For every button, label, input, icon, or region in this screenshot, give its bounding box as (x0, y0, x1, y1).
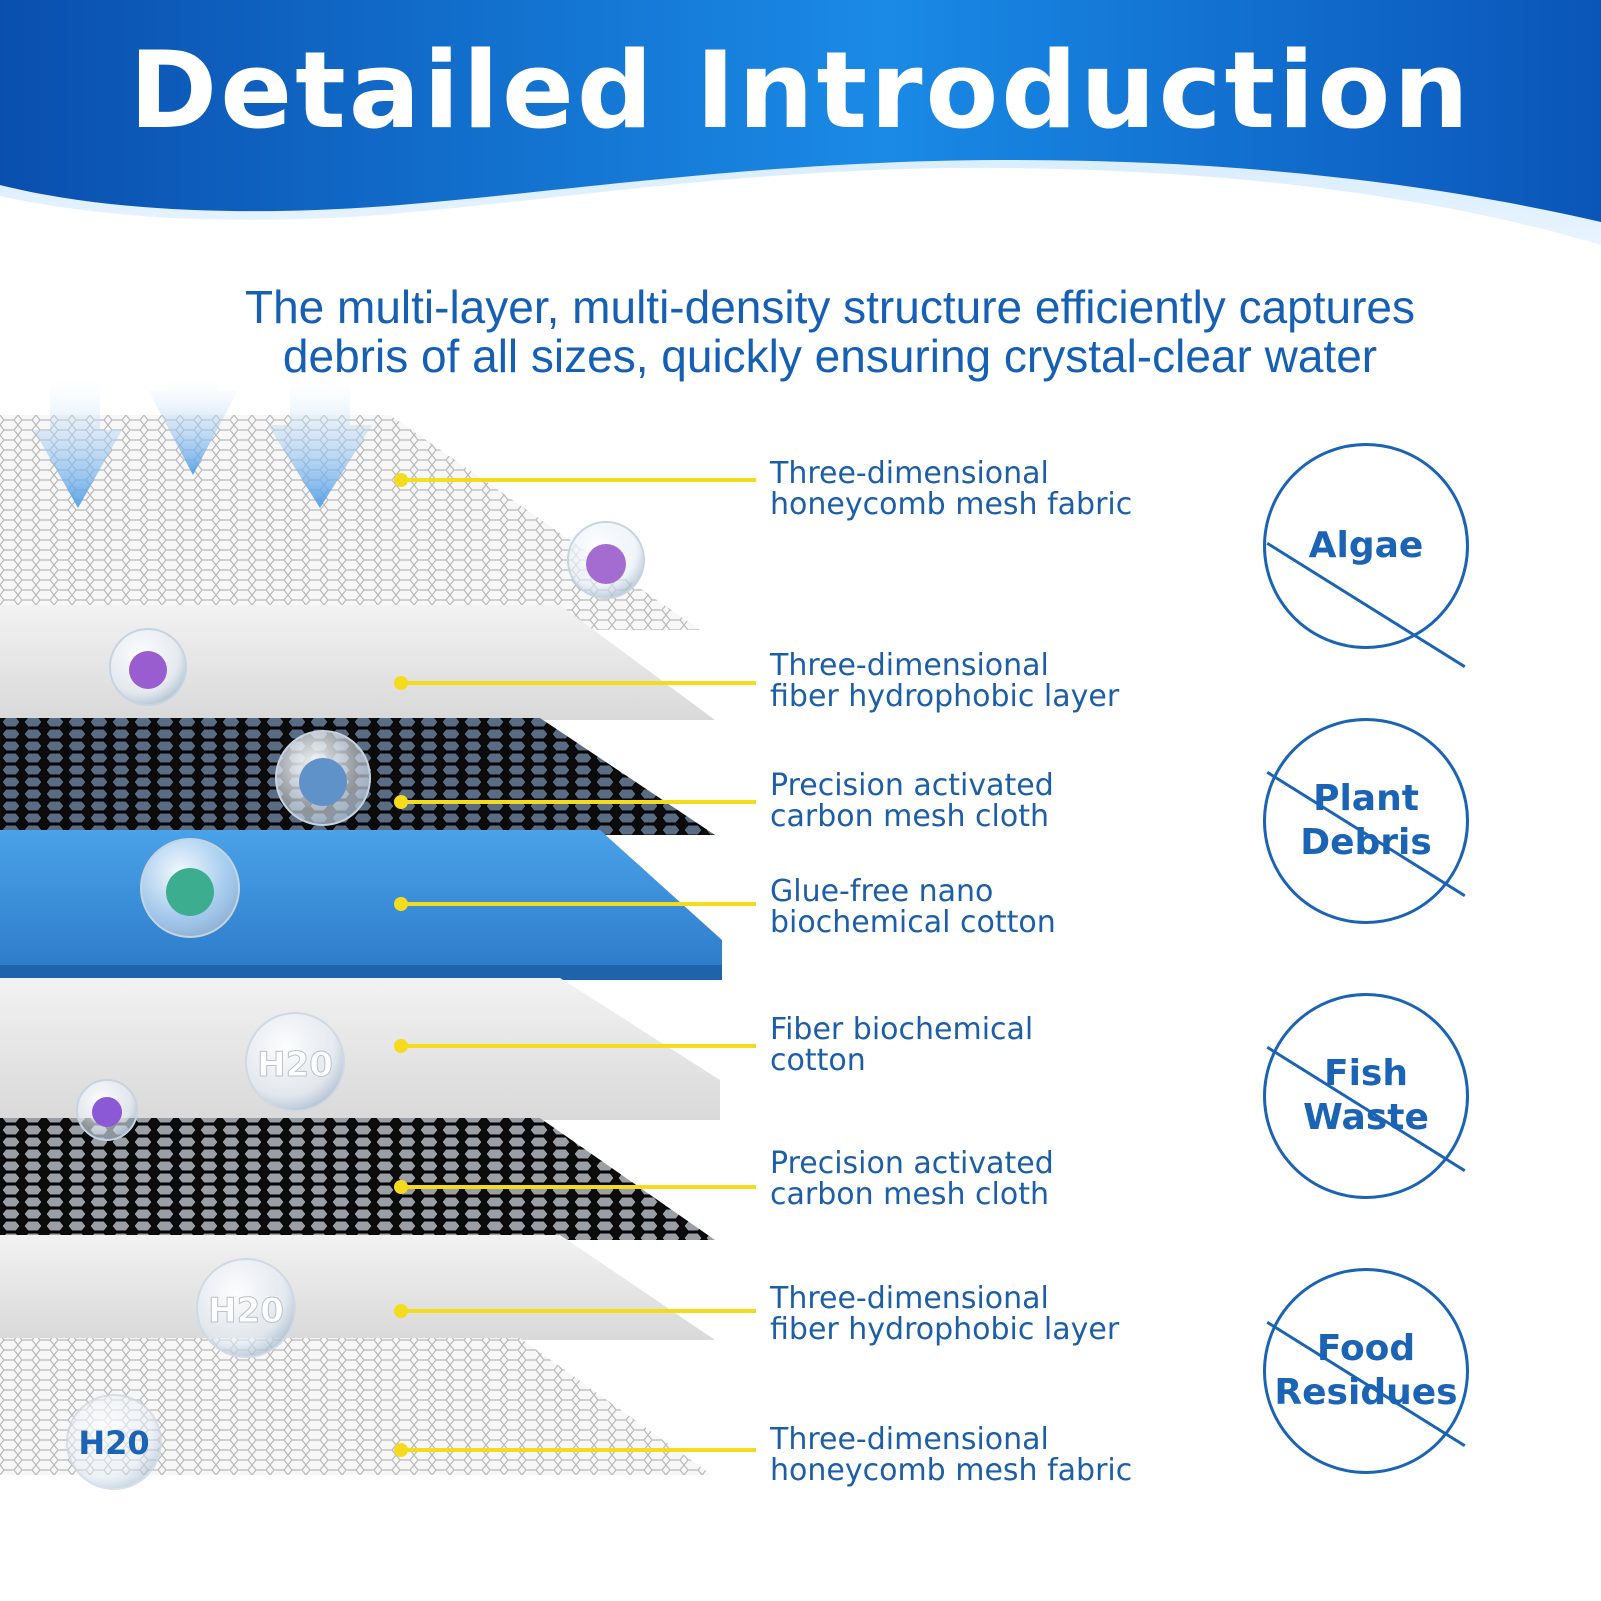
water-bubble-icon: H20 (66, 1394, 162, 1490)
layer-fiber-biochemical (0, 978, 720, 1120)
svg-text:H20: H20 (257, 1045, 333, 1085)
bacteria-bubble-icon (140, 838, 240, 938)
layer-fiber-hydrophobic-bottom (0, 1235, 715, 1340)
layer-honeycomb-mesh-bottom (0, 1338, 712, 1475)
bacteria-bubble-icon (76, 1079, 138, 1141)
bacteria-bubble-icon (109, 628, 187, 706)
leader-line (394, 897, 756, 911)
layer-honeycomb-mesh-top (0, 415, 700, 630)
header-banner (0, 0, 1601, 245)
leader-line (394, 1039, 756, 1053)
leader-line (394, 1443, 756, 1457)
arrow-down-icon (148, 380, 238, 475)
svg-text:H20: H20 (208, 1291, 284, 1331)
filter-layer-stack: H20 H20 H20 (0, 380, 722, 1490)
badge-algae: Algae (1263, 443, 1469, 669)
subtitle: The multi-layer, multi-density structure… (160, 283, 1500, 381)
leader-line (394, 473, 756, 487)
leader-line (394, 676, 756, 690)
layer-fiber-hydrophobic-top (0, 605, 715, 720)
badge-label: Algae (1308, 525, 1424, 566)
arrow-down-icon (34, 380, 122, 508)
water-flow-arrows (34, 380, 372, 508)
layer-carbon-mesh-bottom (0, 1118, 715, 1240)
page-title: Detailed Introduction (129, 29, 1472, 152)
leader-line (394, 1304, 756, 1318)
bacteria-bubble-icon (567, 521, 645, 599)
leader-line (394, 795, 756, 809)
water-bubble-icon: H20 (196, 1258, 296, 1358)
leader-line (394, 1180, 756, 1194)
subtitle-line-2: debris of all sizes, quickly ensuring cr… (282, 330, 1378, 382)
arrow-down-icon (268, 380, 372, 508)
water-bubble-icon: H20 (245, 1012, 345, 1112)
svg-text:H20: H20 (78, 1424, 149, 1462)
subtitle-line-1: The multi-layer, multi-density structure… (244, 281, 1416, 333)
bacteria-bubble-icon (275, 730, 371, 826)
